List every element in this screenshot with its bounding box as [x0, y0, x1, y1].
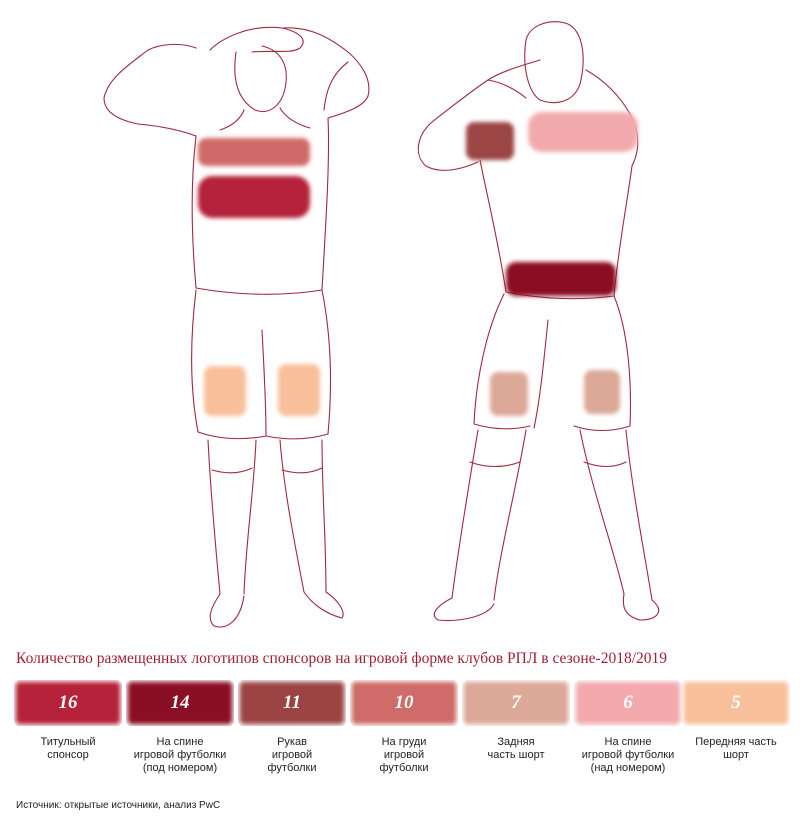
- legend-label: Задняя часть шорт: [487, 736, 545, 761]
- legend-label: Передняя часть шорт: [695, 736, 777, 761]
- legend-label: На груди игровой футболки: [379, 736, 429, 774]
- legend-swatch: 7: [462, 680, 570, 726]
- patch-back-below-number: [506, 262, 616, 296]
- legend-value: 7: [511, 692, 521, 713]
- back-player-figure: [417, 21, 660, 621]
- legend-item-back-below-number: 14 На спине игровой футболки (под номеро…: [126, 680, 234, 775]
- patch-back-above-number: [528, 112, 638, 152]
- legend-item-back-shorts: 7 Задняя часть шорт: [462, 680, 570, 762]
- legend-value: 5: [731, 692, 741, 713]
- legend-swatch: 6: [574, 680, 682, 726]
- legend-value: 11: [283, 692, 301, 713]
- legend-value: 10: [394, 692, 414, 713]
- legend-swatch: 10: [350, 680, 458, 726]
- legend-item-sleeve: 11 Рукав игровой футболки: [238, 680, 346, 775]
- player-illustrations: [103, 21, 660, 628]
- patch-title-sponsor: [198, 176, 310, 218]
- legend-item-chest: 10 На груди игровой футболки: [350, 680, 458, 775]
- legend-value: 14: [170, 692, 190, 713]
- patch-back-shorts-right: [584, 370, 620, 414]
- legend-swatch: 5: [682, 680, 790, 726]
- patch-chest: [198, 138, 310, 166]
- chart-title: Количество размещенных логотипов спонсор…: [16, 650, 668, 667]
- legend-item-title-sponsor: 16 Титульный спонсор: [14, 680, 122, 762]
- source-note: Источник: открытые источники, анализ PwC: [16, 800, 221, 811]
- legend-swatch: 11: [238, 680, 346, 726]
- legend-label: Рукав игровой футболки: [267, 736, 317, 774]
- front-player-figure: [103, 26, 370, 628]
- legend-label: На спине игровой футболки (под номером): [133, 736, 227, 774]
- legend-label: Титульный спонсор: [40, 736, 96, 761]
- legend-label: На спине игровой футболки (над номером): [581, 736, 675, 774]
- legend-item-back-above-number: 6 На спине игровой футболки (над номером…: [574, 680, 682, 775]
- legend-item-front-shorts: 5 Передняя часть шорт: [682, 680, 790, 762]
- legend: 16 Титульный спонсор 14 На спине игровой…: [14, 680, 790, 782]
- patch-front-shorts-right: [278, 364, 320, 416]
- legend-swatch: 16: [14, 680, 122, 726]
- patch-front-shorts-left: [204, 366, 246, 416]
- legend-swatch: 14: [126, 680, 234, 726]
- patch-back-shorts-left: [490, 372, 528, 416]
- patch-sleeve: [466, 122, 514, 160]
- legend-value: 16: [58, 692, 78, 713]
- legend-value: 6: [623, 692, 633, 713]
